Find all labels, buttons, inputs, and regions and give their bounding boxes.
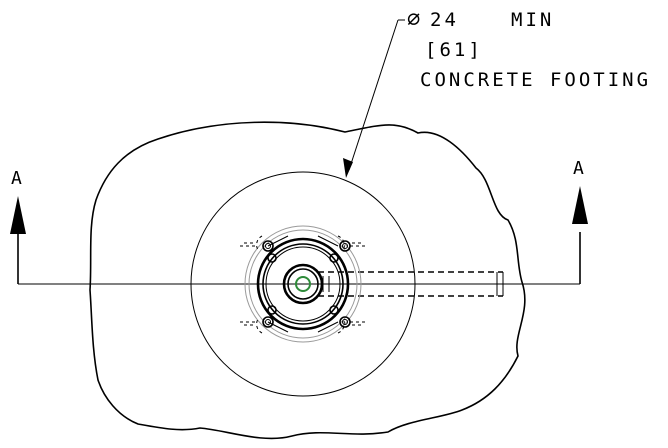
section-arrow-left-icon	[10, 196, 26, 234]
anchor-bolt-icon	[337, 316, 368, 334]
diameter-symbol: ∅	[407, 7, 423, 32]
excavation-outline	[89, 121, 526, 440]
diameter-value: 24	[430, 9, 459, 31]
callout-leader	[343, 19, 405, 178]
section-label-left: A	[11, 168, 22, 189]
base-plate-circle	[256, 237, 350, 331]
anchor-bolt-icon	[337, 235, 368, 252]
section-label-right: A	[573, 158, 584, 179]
section-arrow-right-icon	[572, 186, 588, 224]
mast-tube-circle	[282, 263, 324, 305]
min-label: MIN	[511, 9, 554, 31]
leader-arrow-icon	[343, 158, 353, 178]
center-marker-icon	[295, 276, 311, 292]
footing-callout: ∅ 24 MIN [61] CONCRETE FOOTING	[407, 7, 651, 91]
footing-label: CONCRETE FOOTING	[420, 69, 651, 91]
base-plate-assembly	[240, 225, 368, 343]
anchor-bolt-icon	[240, 235, 274, 252]
conduit-hidden	[318, 271, 504, 297]
metric-value: [61]	[425, 39, 483, 61]
anchor-bolt-icon	[240, 316, 274, 334]
